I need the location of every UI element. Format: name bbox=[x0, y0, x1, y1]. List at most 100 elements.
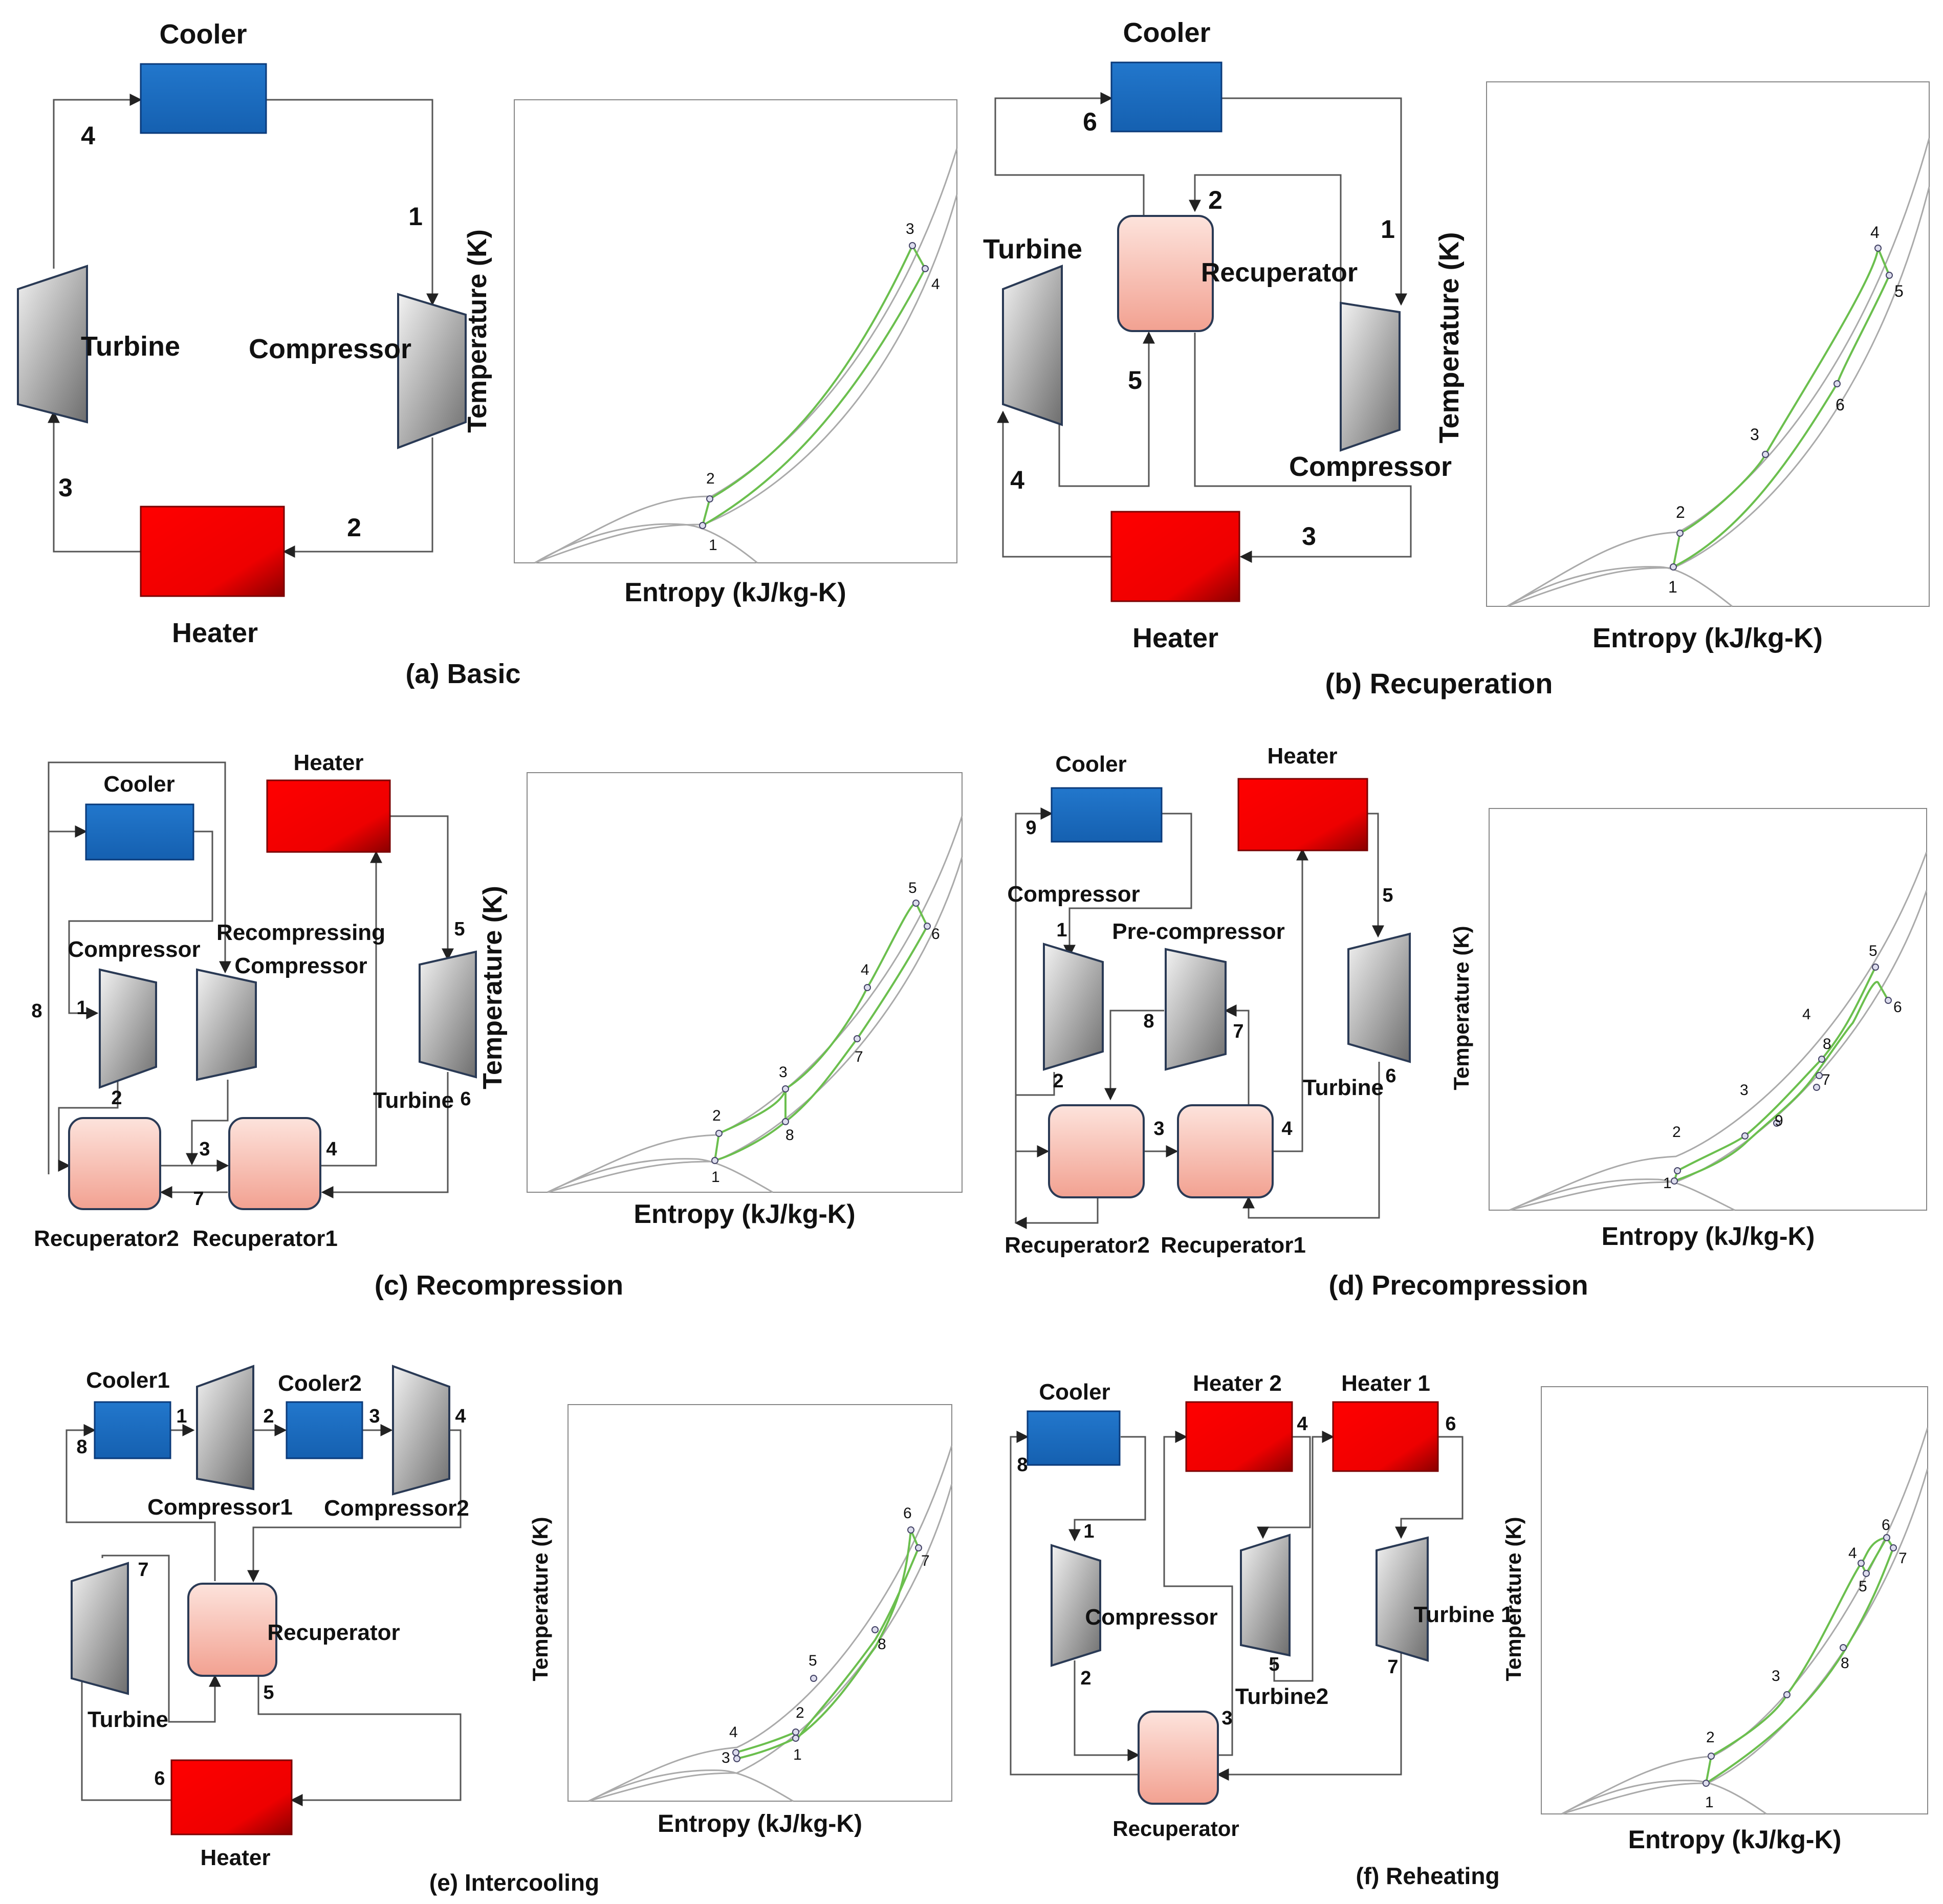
point-label: 5 bbox=[809, 1652, 817, 1669]
state-label: 8 bbox=[1143, 1011, 1154, 1032]
state-label: 5 bbox=[454, 918, 465, 940]
state-point bbox=[733, 1755, 740, 1762]
state-point bbox=[909, 242, 916, 249]
y-axis-label: Temperature (K) bbox=[478, 886, 508, 1089]
wire-7 bbox=[1216, 1650, 1402, 1781]
point-label: 8 bbox=[878, 1636, 886, 1653]
cooler-box bbox=[140, 63, 267, 134]
state-label: 5 bbox=[263, 1682, 274, 1703]
heater2-label: Heater 2 bbox=[1193, 1371, 1282, 1396]
turbine2-shape bbox=[1240, 1534, 1291, 1657]
point-label: 4 bbox=[1848, 1545, 1857, 1562]
state-point bbox=[1671, 1177, 1678, 1185]
state-point bbox=[792, 1735, 799, 1742]
compressor-label: Compressor bbox=[1289, 451, 1452, 482]
point-label: 3 bbox=[1740, 1082, 1749, 1099]
point-label: 1 bbox=[793, 1746, 802, 1763]
saturation-dome bbox=[1561, 1780, 1767, 1815]
heater-label: Heater bbox=[172, 618, 258, 648]
heater-box bbox=[140, 506, 285, 597]
compressor-shape bbox=[1051, 1544, 1101, 1667]
state-label: 6 bbox=[1445, 1413, 1456, 1435]
wire-1 bbox=[68, 830, 213, 1019]
compressor2-shape bbox=[392, 1365, 450, 1496]
point-label: 1 bbox=[709, 537, 717, 554]
point-label: 8 bbox=[1823, 1036, 1831, 1053]
saturation-dome bbox=[534, 523, 758, 564]
point-label: 9 bbox=[1775, 1112, 1783, 1129]
state-label: 2 bbox=[111, 1087, 122, 1109]
wire-3 bbox=[48, 410, 141, 553]
saturation-dome bbox=[547, 1158, 773, 1193]
point-label: 5 bbox=[908, 880, 917, 896]
point-label: 4 bbox=[861, 961, 869, 978]
state-label: 7 bbox=[1233, 1021, 1243, 1042]
compressor-shape bbox=[397, 293, 467, 449]
point-label: 6 bbox=[1882, 1517, 1890, 1534]
state-label: 6 bbox=[1385, 1065, 1396, 1087]
state-point bbox=[1676, 530, 1684, 537]
wire-2 bbox=[58, 1075, 119, 1172]
cycle-path bbox=[1672, 248, 1891, 569]
state-point bbox=[711, 1157, 718, 1164]
x-axis-label: Entropy (kJ/kg-K) bbox=[1592, 623, 1823, 653]
cooler-label: Cooler bbox=[1055, 752, 1126, 777]
recuperator1-box bbox=[228, 1117, 321, 1210]
y-axis-label: Temperature (K) bbox=[1501, 1517, 1525, 1681]
state-point bbox=[1773, 1120, 1780, 1127]
wire-6 bbox=[1395, 1436, 1464, 1539]
state-label: 4 bbox=[455, 1406, 466, 1427]
state-label: 3 bbox=[1153, 1118, 1164, 1140]
compressor-shape bbox=[99, 968, 157, 1089]
state-label: 3 bbox=[58, 473, 73, 502]
cycle-path-high bbox=[1677, 967, 1876, 1172]
point-label: 7 bbox=[921, 1552, 930, 1569]
wire-3 bbox=[1194, 333, 1412, 563]
high-pressure-isobar bbox=[588, 1445, 953, 1802]
panel-a-basic: Cooler Heater Turbine Compressor 1 2 3 4… bbox=[17, 19, 958, 689]
turbine-label: Turbine bbox=[81, 331, 180, 362]
ts-diagram: 1 2 3 4 5 6 Entropy (kJ/kg-K) Temperatur… bbox=[1434, 81, 1930, 653]
state-label: 1 bbox=[1381, 215, 1395, 244]
x-axis-label: Entropy (kJ/kg-K) bbox=[624, 578, 846, 607]
state-point bbox=[1833, 380, 1841, 387]
turbine-shape bbox=[419, 950, 477, 1079]
state-label: 5 bbox=[1128, 366, 1142, 395]
turbine-shape bbox=[17, 265, 88, 424]
point-label: 1 bbox=[1705, 1794, 1714, 1811]
point-label: 3 bbox=[906, 221, 914, 237]
state-point bbox=[864, 984, 871, 991]
state-point bbox=[1863, 1570, 1870, 1577]
heater-box bbox=[170, 1759, 293, 1835]
point-label: 8 bbox=[1841, 1655, 1849, 1672]
panel-caption: (b) Recuperation bbox=[1325, 667, 1553, 699]
state-label: 5 bbox=[1269, 1654, 1279, 1675]
point-label: 7 bbox=[1822, 1071, 1830, 1088]
panel-e-intercooling: Cooler1 Cooler2 Compressor1 Compressor2 … bbox=[66, 1365, 953, 1896]
state-point bbox=[854, 1035, 861, 1042]
state-label: 7 bbox=[193, 1188, 204, 1210]
panel-b-recuperation: Cooler Recuperator Turbine Compressor He… bbox=[983, 17, 1930, 699]
state-label: 4 bbox=[1281, 1118, 1292, 1140]
state-label: 6 bbox=[460, 1088, 471, 1110]
point-label: 3 bbox=[722, 1749, 730, 1766]
state-point bbox=[1816, 1072, 1823, 1079]
heater-label: Heater bbox=[1268, 743, 1338, 769]
recuperator2-box bbox=[1048, 1104, 1145, 1198]
state-label: 4 bbox=[1297, 1413, 1307, 1435]
wire-8 bbox=[66, 1424, 216, 1581]
cooler1-box bbox=[94, 1401, 171, 1459]
ts-diagram: 1 2 3 4 5 6 7 8 Entropy (kJ/kg-K) Temper… bbox=[478, 772, 963, 1229]
wire-7 bbox=[101, 1555, 221, 1723]
panel-caption: (a) Basic bbox=[405, 659, 520, 689]
x-axis-label: Entropy (kJ/kg-K) bbox=[634, 1199, 855, 1229]
wire-4 bbox=[997, 410, 1113, 558]
ts-diagram: 1 2 3 4 5 6 7 8 Entropy (kJ/kg-K) Temper… bbox=[528, 1404, 953, 1837]
state-label: 3 bbox=[1221, 1708, 1232, 1729]
wire-8b bbox=[48, 761, 231, 1174]
y-axis-label: Temperature (K) bbox=[1434, 232, 1465, 443]
turbine1-shape bbox=[1376, 1536, 1429, 1662]
state-label: 7 bbox=[138, 1559, 148, 1581]
state-label: 8 bbox=[76, 1436, 87, 1458]
